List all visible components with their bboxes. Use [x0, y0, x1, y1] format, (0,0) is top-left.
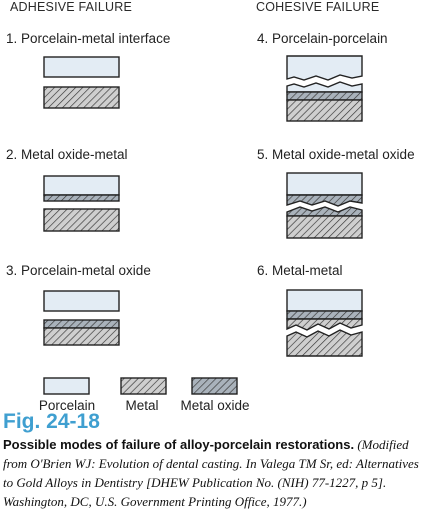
mode-3-illustration [43, 290, 120, 346]
cohesive-failure-header: COHESIVE FAILURE [256, 0, 380, 14]
failure-modes-diagram: Porcelain Metal Metal oxide [39, 55, 363, 413]
mode-4-metal-oxide-layer [286, 91, 363, 101]
mode-1-illustration [43, 56, 120, 109]
mode-5-porcelain-layer [286, 172, 363, 196]
mode-6-metal-upper-fragment [286, 318, 363, 331]
mode-6-metal-oxide-layer [286, 310, 363, 320]
mode-2-illustration [43, 175, 120, 232]
mode-5-metal-oxide-upper-fragment [286, 194, 363, 207]
mode-3-metal-oxide-layer [43, 319, 120, 329]
mode-4-metal-layer [286, 99, 363, 122]
figure-caption-title: Possible modes of failure of alloy-porce… [3, 437, 355, 452]
mode-5-metal-layer [286, 215, 363, 239]
mode-2-porcelain-layer [43, 175, 120, 196]
mode-2-label: 2. Metal oxide-metal [6, 147, 128, 162]
mode-3-label: 3. Porcelain-metal oxide [6, 263, 151, 278]
figure-number: Fig. 24-18 [3, 410, 100, 433]
legend-porcelain-label: Porcelain [39, 398, 95, 413]
figure-caption: Possible modes of failure of alloy-porce… [3, 435, 423, 511]
legend-metal-swatch [120, 377, 167, 395]
mode-2-metal-oxide-layer [43, 194, 120, 202]
mode-5-label: 5. Metal oxide-metal oxide [257, 147, 415, 162]
legend-porcelain-swatch [43, 377, 90, 395]
mode-4-label: 4. Porcelain-porcelain [257, 31, 388, 46]
legend-metal-label: Metal [125, 398, 158, 413]
legend-metal-oxide-swatch [191, 377, 238, 395]
mode-1-porcelain-layer [43, 56, 120, 78]
legend-metal-oxide-label: Metal oxide [180, 398, 249, 413]
mode-5-illustration [286, 172, 363, 239]
mode-1-label: 1. Porcelain-metal interface [6, 31, 171, 46]
figure-caption-source: (Modified from O'Brien WJ: Evolution of … [3, 437, 419, 509]
mode-1-metal-layer [43, 86, 120, 109]
mode-6-label: 6. Metal-metal [257, 263, 343, 278]
mode-6-metal-lower-fragment [286, 329, 363, 357]
mode-6-porcelain-layer [286, 289, 363, 312]
mode-4-porcelain-upper-fragment [286, 55, 363, 81]
adhesive-failure-header: ADHESIVE FAILURE [10, 0, 132, 14]
legend: Porcelain Metal Metal oxide [39, 377, 250, 413]
mode-5-metal-oxide-lower-fragment [286, 206, 363, 217]
mode-6-illustration [286, 289, 363, 357]
mode-4-illustration [286, 55, 363, 122]
mode-3-metal-layer [43, 327, 120, 346]
mode-4-porcelain-lower-fragment [286, 81, 363, 93]
mode-2-metal-layer [43, 208, 120, 232]
mode-3-porcelain-layer [43, 290, 120, 312]
